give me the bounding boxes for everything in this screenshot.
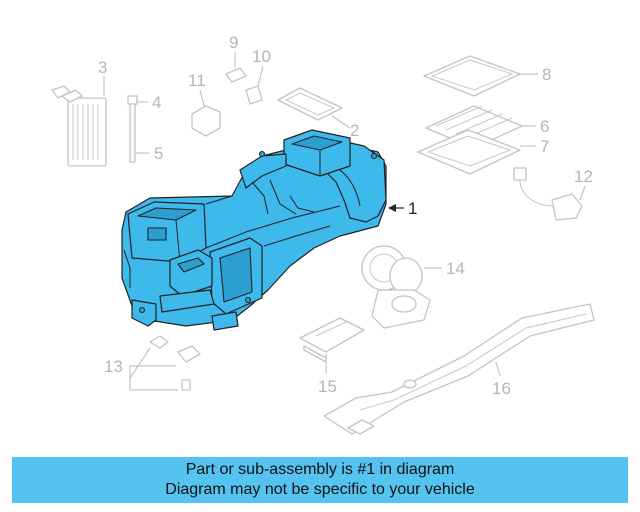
info-banner: Part or sub-assembly is #1 in diagram Di… bbox=[12, 457, 628, 503]
part-3-heater-core[interactable] bbox=[51, 76, 107, 167]
part-11-actuator[interactable] bbox=[191, 89, 221, 137]
callout-8: 8 bbox=[542, 65, 551, 84]
callout-11: 11 bbox=[188, 71, 206, 90]
part-14-blower-motor[interactable] bbox=[361, 245, 442, 329]
part-4-5-tubes[interactable] bbox=[127, 95, 150, 163]
callout-4: 4 bbox=[152, 93, 161, 112]
banner-line-1: Part or sub-assembly is #1 in diagram bbox=[185, 461, 455, 478]
callout-14: 14 bbox=[446, 259, 465, 278]
callout-13: 13 bbox=[104, 357, 123, 376]
parts-diagram: 1 2 3 4 5 6 7 8 9 10 11 12 13 14 15 16 bbox=[51, 33, 595, 435]
callout-6: 6 bbox=[540, 117, 549, 136]
part-7-filter-housing[interactable] bbox=[417, 129, 536, 175]
part-8-filter-frame[interactable] bbox=[423, 55, 538, 97]
part-15-resistor[interactable] bbox=[299, 317, 365, 374]
callout-12: 12 bbox=[574, 167, 593, 186]
callout-3: 3 bbox=[98, 58, 107, 77]
part-13-fasteners[interactable] bbox=[129, 335, 201, 391]
part-1-hvac-case[interactable] bbox=[121, 129, 404, 331]
callout-9: 9 bbox=[229, 33, 238, 52]
part-16-duct[interactable] bbox=[323, 303, 595, 435]
part-9-actuator[interactable] bbox=[225, 52, 247, 83]
callout-2: 2 bbox=[350, 121, 359, 140]
callout-1: 1 bbox=[408, 199, 417, 218]
part-10-actuator[interactable] bbox=[245, 65, 264, 105]
part-2-seal[interactable] bbox=[277, 87, 351, 129]
banner-line-2: Diagram may not be specific to your vehi… bbox=[165, 481, 475, 498]
callout-5: 5 bbox=[154, 144, 163, 163]
callout-15: 15 bbox=[318, 377, 337, 396]
callout-10: 10 bbox=[252, 47, 271, 66]
callout-7: 7 bbox=[540, 137, 549, 156]
callout-16: 16 bbox=[492, 379, 511, 398]
part-12-sensor[interactable] bbox=[513, 167, 586, 221]
